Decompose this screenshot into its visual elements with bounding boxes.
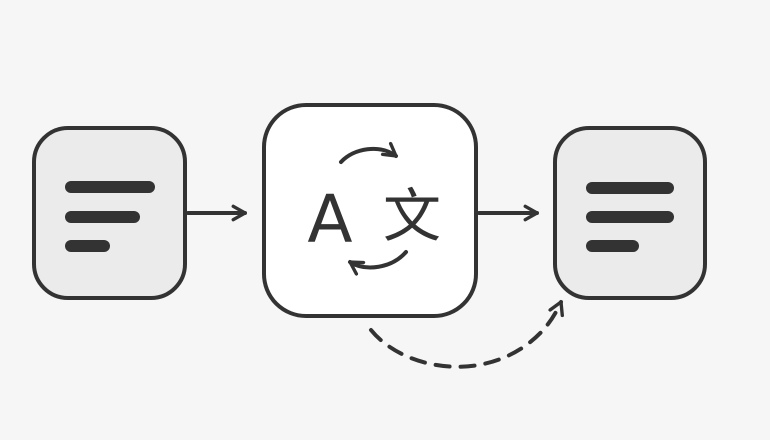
translator-node: A 文 — [262, 103, 478, 318]
cjk-letter-glyph: 文 — [383, 182, 441, 250]
translate-icon: A 文 — [307, 141, 441, 276]
text-lines-icon — [65, 181, 155, 252]
target-document-node — [553, 126, 707, 300]
source-document-node — [32, 126, 187, 300]
cycle-arrow-top-icon — [339, 141, 398, 164]
translator-card — [262, 103, 478, 318]
text-lines-icon — [586, 182, 674, 252]
latin-letter-glyph: A — [307, 181, 352, 258]
dashed-arrow-translator-to-target — [369, 300, 564, 369]
cycle-arrow-bottom-icon — [348, 250, 408, 276]
